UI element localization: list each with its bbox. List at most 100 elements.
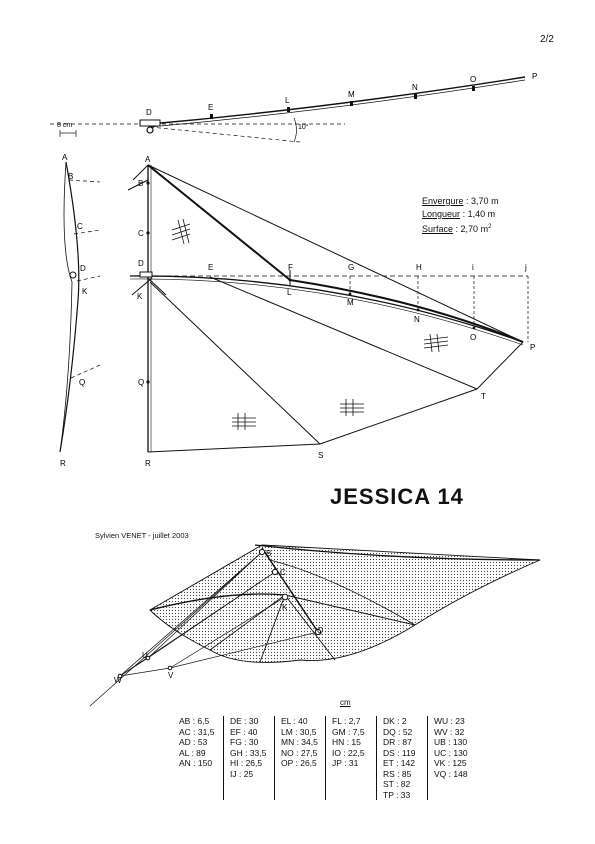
kite-title: JESSICA 14 (330, 484, 464, 509)
measurement-entry: OP : 26,5 (281, 758, 317, 768)
measurement-entry: UC : 130 (434, 747, 468, 758)
measurement-entry: DS : 119 (383, 747, 416, 758)
measurement-entry: AD : 53 (179, 737, 208, 747)
svg-text:O: O (470, 333, 476, 342)
svg-text:R: R (145, 459, 151, 468)
measurement-entry: AL : 89 (179, 747, 206, 758)
label-r-side: R (60, 459, 66, 468)
svg-text:F: F (288, 263, 293, 272)
measurement-entry: DR : 87 (383, 737, 412, 747)
label-p-front: P (532, 72, 537, 81)
label-b-side: B (68, 172, 73, 181)
measurement-entry: AN : 150 (179, 758, 213, 768)
measurement-entry: EL : 40 (281, 716, 308, 726)
svg-text:B: B (138, 179, 143, 188)
label-d-front: D (146, 108, 152, 117)
measurement-entry: GH : 33,5 (230, 747, 267, 758)
svg-text:E: E (208, 263, 213, 272)
measurement-entry: HN : 15 (332, 737, 361, 747)
svg-text:T: T (481, 392, 486, 401)
measurement-entry: LM : 30,5 (281, 726, 317, 737)
label-e-front: E (208, 103, 213, 112)
svg-text:i: i (472, 263, 474, 272)
svg-text:H: H (416, 263, 422, 272)
svg-text:M: M (347, 298, 354, 307)
label-c-side: C (77, 222, 83, 231)
measurement-entry: AC : 31,5 (179, 726, 215, 737)
svg-text:K: K (137, 292, 143, 301)
measurement-entry: UB : 130 (434, 737, 468, 747)
measurement-entry: GM : 7,5 (332, 726, 365, 737)
angle-label: 10° (298, 123, 309, 131)
label-d-side: D (80, 264, 86, 273)
measurement-entry: ET : 142 (383, 758, 415, 768)
measurement-entry: DQ : 52 (383, 726, 413, 737)
svg-text:S: S (318, 451, 323, 460)
measurement-entry: HI : 26,5 (230, 758, 263, 768)
label-a-side: A (62, 153, 68, 162)
label-o-front: O (470, 75, 476, 84)
measurement-entry: EF : 40 (230, 726, 258, 737)
author-credit: Sylvien VENET - juillet 2003 (95, 531, 189, 540)
label-q-side: Q (79, 378, 85, 387)
measurement-entry: AB : 6,5 (179, 716, 210, 726)
spec-span: Envergure : 3,70 m (422, 196, 499, 206)
plan-view (127, 164, 529, 453)
measurement-entry: TP : 33 (383, 789, 411, 800)
svg-text:V: V (168, 671, 174, 680)
measurement-entry: VK : 125 (434, 758, 467, 768)
page-number: 2/2 (540, 34, 554, 45)
measurement-entry: JP : 31 (332, 758, 359, 768)
side-view (59, 130, 101, 453)
perspective-view (89, 544, 541, 707)
svg-text:P: P (530, 343, 535, 352)
label-m-front: M (348, 90, 355, 99)
svg-text:L: L (287, 288, 292, 297)
label-k-side: K (82, 287, 88, 296)
svg-text:C: C (138, 229, 144, 238)
measurement-entry: VQ : 148 (434, 768, 468, 779)
measurement-entry: WV : 32 (434, 726, 465, 737)
svg-text:A: A (145, 155, 151, 164)
front-view (50, 76, 526, 143)
measurement-entry: MN : 34,5 (281, 737, 318, 747)
svg-text:W: W (114, 676, 122, 685)
specifications: Envergure : 3,70 m Longueur : 1,40 m Sur… (422, 195, 499, 236)
plan-view-labels: A B C D K Q R E F L G M H N i O j P T S (137, 155, 535, 468)
measurement-entry: RS : 85 (383, 768, 412, 779)
measurement-entry: ST : 82 (383, 779, 411, 789)
label-l-front: L (285, 96, 290, 105)
svg-text:G: G (348, 263, 354, 272)
measurement-entry: NO : 27,5 (281, 747, 318, 758)
measurement-entry: DK : 2 (383, 716, 407, 726)
svg-text:D: D (138, 259, 144, 268)
svg-text:j: j (524, 263, 527, 272)
svg-text:N: N (414, 315, 420, 324)
label-n-front: N (412, 83, 418, 92)
measurement-entry: FL : 2,7 (332, 716, 361, 726)
measurement-entry: WU : 23 (434, 716, 465, 726)
unit-label: cm (340, 698, 351, 707)
svg-text:Q: Q (138, 378, 144, 387)
measurement-entry: IJ : 25 (230, 768, 254, 779)
svg-text:C: C (280, 568, 286, 577)
measurement-entry: DE : 30 (230, 716, 259, 726)
measurement-entry: IO : 22,5 (332, 747, 365, 758)
perspective-labels: B C K Q U W V (114, 549, 323, 685)
measurement-entry: FG : 30 (230, 737, 259, 747)
svg-text:U: U (142, 651, 148, 660)
svg-text:B: B (266, 549, 271, 558)
svg-text:Q: Q (317, 626, 323, 635)
svg-text:K: K (282, 603, 288, 612)
spec-surface: Surface : 2,70 m2 (422, 224, 492, 234)
spec-length: Longueur : 1,40 m (422, 209, 496, 219)
dimension-label: 8 cm (57, 122, 72, 129)
